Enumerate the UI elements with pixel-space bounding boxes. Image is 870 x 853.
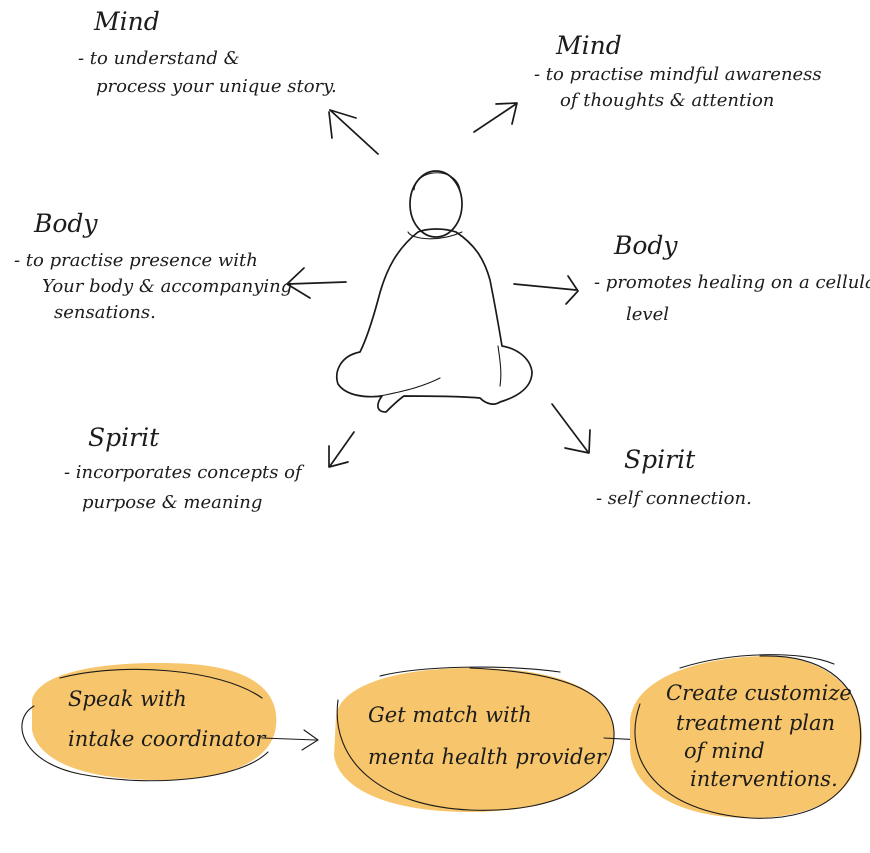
arrow-to-mind-right xyxy=(473,102,518,133)
step-blob xyxy=(630,656,863,818)
step-intake: Speak with intake coordinator xyxy=(21,663,277,782)
step-line: menta health provider xyxy=(368,745,608,769)
step-line: interventions. xyxy=(690,767,838,791)
note-line: - to practise mindful awareness xyxy=(534,64,822,85)
arrow-to-mind-left xyxy=(328,109,379,155)
note-title: Body xyxy=(613,231,678,260)
arrow-to-spirit-left xyxy=(328,431,355,468)
note-line: Your body & accompanying xyxy=(42,276,292,297)
note-line: - incorporates concepts of xyxy=(64,462,305,483)
note-mind-left: Mind - to understand & process your uniq… xyxy=(78,7,337,97)
note-line: of thoughts & attention xyxy=(560,90,774,111)
note-title: Body xyxy=(33,209,98,238)
note-line: - self connection. xyxy=(596,488,752,509)
step-blob xyxy=(334,668,614,812)
meditating-figure xyxy=(336,170,533,413)
step-treatment-plan: Create customize treatment plan of mind … xyxy=(630,654,863,819)
note-spirit-right: Spirit - self connection. xyxy=(596,445,752,509)
step-line: intake coordinator xyxy=(68,727,267,751)
note-line: purpose & meaning xyxy=(82,492,262,513)
note-body-right: Body - promotes healing on a cellular le… xyxy=(594,231,870,325)
note-line: - to understand & xyxy=(78,48,240,69)
step-blob xyxy=(32,663,277,781)
note-line: - to practise presence with xyxy=(14,250,258,271)
step-line: Create customize xyxy=(666,681,852,705)
arrow-to-body-left xyxy=(286,267,347,299)
arrow-step-1-to-2 xyxy=(261,729,319,751)
step-line: Speak with xyxy=(68,687,187,711)
note-spirit-left: Spirit - incorporates concepts of purpos… xyxy=(64,423,305,513)
step-line: of mind xyxy=(684,739,765,763)
step-line: treatment plan xyxy=(676,711,835,735)
note-title: Mind xyxy=(555,31,622,60)
arrow-to-body-right xyxy=(513,275,579,305)
figure-body xyxy=(336,228,533,413)
note-mind-right: Mind - to practise mindful awareness of … xyxy=(534,31,822,111)
process-flow: Speak with intake coordinator Get match … xyxy=(21,654,863,819)
note-title: Mind xyxy=(93,7,160,36)
note-line: sensations. xyxy=(54,302,156,323)
note-body-left: Body - to practise presence with Your bo… xyxy=(14,209,292,323)
note-line: level xyxy=(626,304,669,325)
note-line: - promotes healing on a cellular xyxy=(594,272,870,293)
figure-head xyxy=(409,170,463,238)
note-title: Spirit xyxy=(88,423,160,452)
step-match-provider: Get match with menta health provider xyxy=(334,666,615,812)
arrow-to-spirit-right xyxy=(551,403,591,454)
note-title: Spirit xyxy=(624,445,696,474)
note-line: process your unique story. xyxy=(96,76,337,97)
step-line: Get match with xyxy=(368,703,532,727)
